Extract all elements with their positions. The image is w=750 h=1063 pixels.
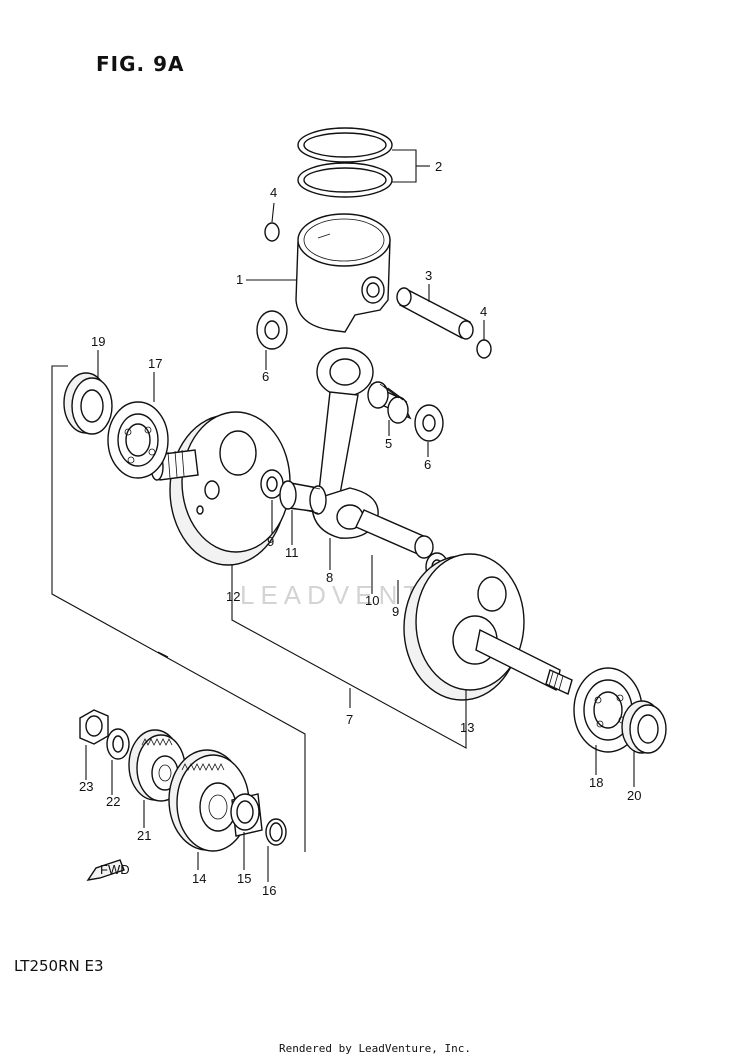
oil-seal-right[interactable] <box>621 700 667 754</box>
fwd-arrow-icon: FWD <box>86 859 130 881</box>
crank-right[interactable] <box>403 553 573 701</box>
connecting-rod[interactable] <box>311 347 379 539</box>
washer-lower[interactable] <box>106 728 130 760</box>
callout-15[interactable]: 15 <box>237 871 251 886</box>
callout-20[interactable]: 20 <box>627 788 641 803</box>
fwd-label: FWD <box>100 862 130 877</box>
callout-6-right[interactable]: 6 <box>424 457 431 472</box>
piston-rings[interactable] <box>297 127 393 198</box>
callout-4-top[interactable]: 4 <box>270 185 277 200</box>
callout-4-right[interactable]: 4 <box>480 304 487 319</box>
callout-18[interactable]: 18 <box>589 775 603 790</box>
washer-left[interactable] <box>256 310 288 350</box>
nut[interactable] <box>79 709 109 745</box>
callout-1[interactable]: 1 <box>236 272 243 287</box>
callout-19[interactable]: 19 <box>91 334 105 349</box>
big-end-bearing[interactable] <box>279 480 327 515</box>
callout-2[interactable]: 2 <box>435 159 442 174</box>
callout-13[interactable]: 13 <box>460 720 474 735</box>
callout-21[interactable]: 21 <box>137 828 151 843</box>
callout-7[interactable]: 7 <box>346 712 353 727</box>
piston[interactable] <box>295 213 391 333</box>
callout-22[interactable]: 22 <box>106 794 120 809</box>
circlip-top[interactable] <box>264 222 280 242</box>
callout-5[interactable]: 5 <box>385 436 392 451</box>
snap-ring[interactable] <box>265 818 287 846</box>
callout-8[interactable]: 8 <box>326 570 333 585</box>
piston-pin[interactable] <box>396 287 474 340</box>
crank-bearing-left[interactable] <box>107 401 169 479</box>
callout-16[interactable]: 16 <box>262 883 276 898</box>
oil-seal-left[interactable] <box>63 372 113 435</box>
crank-left[interactable] <box>150 411 291 566</box>
washer-right[interactable] <box>414 404 444 442</box>
model-code: LT250RN E3 <box>14 957 104 975</box>
figure-title: FIG. 9A <box>96 52 185 76</box>
callout-14[interactable]: 14 <box>192 871 206 886</box>
primary-drive-gear-large[interactable] <box>168 749 250 852</box>
callout-11[interactable]: 11 <box>285 545 299 560</box>
callout-9-right[interactable]: 9 <box>392 604 399 619</box>
small-end-bearing[interactable] <box>367 381 412 424</box>
callout-9-left[interactable]: 9 <box>267 534 274 549</box>
callout-17[interactable]: 17 <box>148 356 162 371</box>
spacer[interactable] <box>230 793 263 837</box>
callout-23[interactable]: 23 <box>79 779 93 794</box>
circlip-right[interactable] <box>476 339 492 359</box>
crank-pin[interactable] <box>355 509 434 559</box>
thrust-washer-left[interactable] <box>260 469 284 499</box>
callout-12[interactable]: 12 <box>226 589 240 604</box>
callout-3[interactable]: 3 <box>425 268 432 283</box>
callout-6-left[interactable]: 6 <box>262 369 269 384</box>
footer-credit: Rendered by LeadVenture, Inc. <box>278 1042 472 1055</box>
callout-10[interactable]: 10 <box>365 593 379 608</box>
